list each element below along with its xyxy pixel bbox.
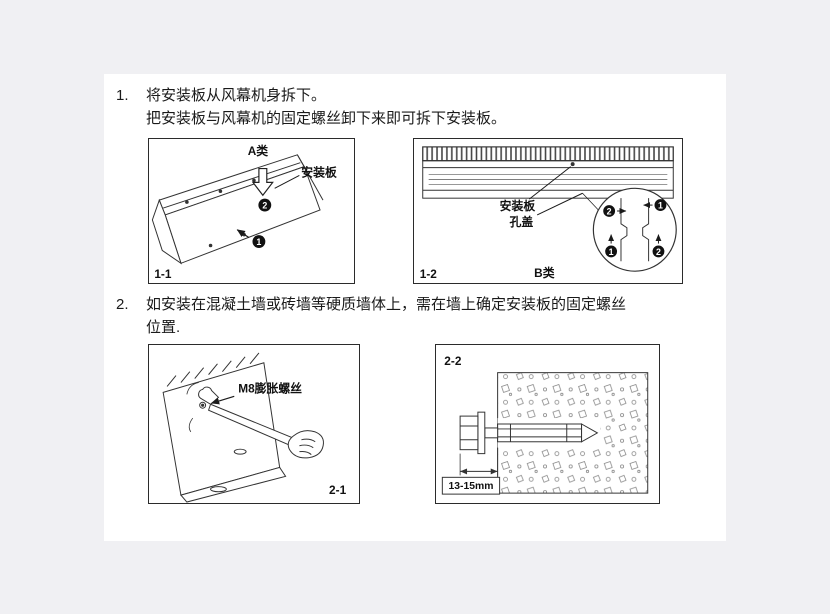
figure-1-1-drawing: 2 1 A类 安装板 1-1 [151, 144, 337, 281]
figure-1-2: 安装板 孔盖 2 1 [413, 138, 683, 284]
marker-1-icon: 1 [236, 229, 266, 248]
down-arrow-icon [251, 167, 274, 197]
type-b-label: B类 [534, 266, 555, 280]
step-2: 2. 如安装在混凝土墙或砖墙等硬质墙体上，需在墙上确定安装板的固定螺丝 位置. [116, 293, 626, 339]
svg-text:2: 2 [656, 247, 661, 257]
detail-marker-1-top: 1 [643, 199, 667, 211]
callout-leader-lines [528, 166, 601, 216]
hole-cover-label: 孔盖 [510, 215, 534, 229]
detail-marker-1-bottom: 1 [605, 234, 618, 258]
step-2-number: 2. [116, 296, 129, 313]
wall-bracket-plate [162, 362, 287, 503]
mounting-plate-callout: 安装板 [274, 165, 337, 189]
expansion-bolt [459, 411, 599, 455]
figure-1-1: 2 1 A类 安装板 1-1 [148, 138, 355, 284]
step-1-line-1: 将安装板从风幕机身拆下。 [146, 87, 327, 104]
figure-2-1-drawing: M8膨胀螺丝 2-1 [162, 352, 347, 503]
screw-callout: M8膨胀螺丝 [210, 381, 302, 405]
step-1: 1. 将安装板从风幕机身拆下。 把安装板与风幕机的固定螺丝卸下来即可拆下安装板。 [116, 84, 506, 130]
content-panel: 1. 将安装板从风幕机身拆下。 把安装板与风幕机的固定螺丝卸下来即可拆下安装板。 [104, 74, 726, 541]
detail-magnifier-circle: 2 1 1 2 [592, 187, 677, 272]
figure-id-label: 1-2 [420, 267, 438, 281]
step-1-number: 1. [116, 87, 129, 104]
mounting-plate-label: 安装板 [301, 165, 337, 179]
wall-hatch-lines [166, 352, 260, 387]
svg-text:1: 1 [658, 201, 663, 211]
air-curtain-unit-a [151, 154, 324, 265]
figure-1-2-drawing: 安装板 孔盖 2 1 [420, 146, 677, 281]
step-1-line-2: 把安装板与风幕机的固定螺丝卸下来即可拆下安装板。 [146, 110, 507, 127]
figure-2-2: 2-2 [435, 344, 660, 504]
mounting-plate-label: 安装板 [500, 199, 536, 213]
figure-id-label: 2-1 [329, 483, 347, 497]
hand-with-wrench [186, 382, 324, 459]
figure-2-2-drawing: 2-2 [441, 354, 649, 495]
marker-1-num: 1 [256, 237, 261, 247]
screw-dots [185, 178, 256, 248]
dimension-13-15mm: 13-15mm [441, 447, 501, 495]
step-2-line-2: 位置. [146, 319, 181, 336]
svg-text:2: 2 [607, 206, 612, 216]
step-2-line-1: 如安装在混凝土墙或砖墙等硬质墙体上，需在墙上确定安装板的固定螺丝 [146, 296, 627, 313]
svg-text:1: 1 [609, 247, 614, 257]
marker-2-icon: 2 [258, 198, 272, 212]
dimension-label: 13-15mm [449, 481, 494, 492]
figure-id-label: 1-1 [154, 267, 172, 281]
marker-2-num: 2 [262, 201, 267, 211]
m8-screw-label: M8膨胀螺丝 [238, 381, 302, 395]
figure-2-1: M8膨胀螺丝 2-1 [148, 344, 360, 504]
detail-marker-2-bottom: 2 [652, 234, 665, 258]
detail-marker-2-top: 2 [603, 205, 627, 217]
air-curtain-unit-b [422, 146, 674, 199]
type-a-label: A类 [248, 144, 269, 158]
figure-id-label: 2-2 [444, 354, 462, 368]
